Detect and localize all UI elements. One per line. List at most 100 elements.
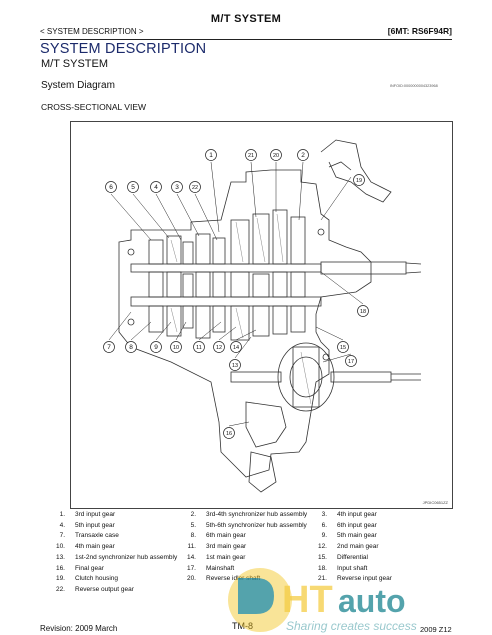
callout-20: 20 — [270, 149, 282, 161]
legend-number: 17. — [186, 564, 196, 572]
callout-12: 12 — [213, 341, 225, 353]
legend-label: Reverse output gear — [75, 585, 134, 593]
legend-label: 3rd-4th synchronizer hub assembly — [206, 511, 308, 518]
legend-number: 1. — [59, 511, 65, 518]
legend-number: 16. — [55, 564, 65, 572]
callout-1: 1 — [205, 149, 217, 161]
legend-item: 7. Transaxle case — [49, 532, 119, 539]
svg-text:16: 16 — [226, 431, 232, 437]
callout-3: 3 — [171, 181, 183, 193]
legend-number: 12. — [317, 543, 327, 551]
diagram-heading: System Diagram — [41, 80, 115, 91]
legend-number: 5. — [190, 521, 196, 529]
legend-number: 11. — [187, 543, 196, 551]
svg-text:20: 20 — [273, 153, 279, 159]
footer-page-number: TM-8 — [232, 621, 253, 631]
legend-label: 3rd input gear — [75, 511, 116, 518]
callout-21: 21 — [245, 149, 257, 161]
legend-item: 14.1st main gear — [180, 554, 245, 561]
svg-text:14: 14 — [233, 345, 239, 351]
legend-item: 1. 3rd input gear — [49, 511, 116, 518]
svg-text:HT: HT — [282, 579, 333, 621]
legend-number: 2. — [190, 511, 196, 518]
callout-9: 9 — [150, 341, 162, 353]
callout-15: 15 — [337, 341, 349, 353]
legend-item: 8. 6th main gear — [180, 532, 246, 539]
svg-text:12: 12 — [216, 345, 222, 351]
svg-text:17: 17 — [348, 359, 354, 365]
legend-item: 12. 2nd main gear — [311, 543, 379, 550]
callout-6: 6 — [105, 181, 117, 193]
callout-17: 17 — [345, 355, 357, 367]
legend-item: 17.Mainshaft — [180, 565, 234, 572]
legend-item: 18. Input shaft — [311, 565, 367, 572]
callout-4: 4 — [150, 181, 162, 193]
svg-text:22: 22 — [192, 185, 198, 191]
legend-label: 4th main gear — [75, 543, 115, 551]
header-row: < SYSTEM DESCRIPTION > [6MT: RS6F94R] — [40, 26, 452, 40]
figure-code: JPDIC0651ZZ — [422, 500, 448, 505]
dhtauto-watermark-logo: HT auto Sharing creates success — [228, 568, 417, 633]
svg-text:2: 2 — [301, 152, 305, 159]
svg-text:3: 3 — [175, 184, 179, 191]
callout-10: 10 — [170, 341, 182, 353]
legend-item: 15.Differential — [311, 554, 368, 561]
callout-5: 5 — [127, 181, 139, 193]
legend-number: 7. — [59, 532, 65, 540]
legend-label: Reverse input gear — [337, 575, 392, 583]
legend-label: 5th main gear — [337, 532, 377, 540]
callout-13: 13 — [229, 359, 241, 371]
legend-number: 10. — [55, 543, 65, 551]
section-subtitle: M/T SYSTEM — [41, 58, 109, 70]
legend-label: 6th main gear — [206, 532, 246, 540]
legend-label: 2nd main gear — [337, 543, 379, 551]
callout-18: 18 — [357, 305, 369, 317]
legend-label: Differential — [337, 553, 368, 561]
legend-number: 3. — [321, 511, 327, 518]
legend-label: Input shaft — [337, 564, 368, 572]
legend-number: 9. — [321, 532, 327, 540]
footer-revision: Revision: 2009 March — [40, 624, 118, 633]
callout-7: 7 — [103, 341, 115, 353]
legend-label: 4th input gear — [337, 511, 377, 518]
legend-item: 10. 4th main gear — [49, 543, 115, 550]
view-title: CROSS-SECTIONAL VIEW — [41, 102, 147, 112]
callout-11: 11 — [193, 341, 205, 353]
legend-number: 13. — [55, 553, 65, 561]
legend-label: 5th input gear — [75, 521, 115, 529]
legend-item: 16. Final gear — [49, 565, 104, 572]
legend-number: 18. — [317, 564, 327, 572]
svg-text:10: 10 — [173, 345, 179, 351]
legend-label: Transaxle case — [75, 532, 119, 540]
legend-number: 21. — [317, 575, 327, 583]
svg-text:13: 13 — [232, 363, 238, 369]
svg-text:15: 15 — [340, 345, 346, 351]
legend-label: 6th input gear — [337, 521, 377, 529]
svg-text:18: 18 — [360, 309, 366, 315]
legend-item: 9. 5th main gear — [311, 532, 377, 539]
legend-item: 4.5th input gear — [49, 522, 115, 529]
svg-text:9: 9 — [154, 344, 158, 351]
model-code: [6MT: RS6F94R] — [387, 26, 452, 36]
svg-text:Sharing creates success: Sharing creates success — [286, 619, 417, 633]
footer-model-year: 2009 Z12 — [420, 625, 452, 634]
info-id: INFOID:0000000004323968 — [390, 84, 438, 88]
section-title: SYSTEM DESCRIPTION — [40, 41, 207, 57]
legend-item: 2. 3rd-4th synchronizer hub assembly — [180, 511, 308, 518]
callout-19: 19 — [353, 174, 365, 186]
legend-item: 11.3rd main gear — [180, 543, 246, 550]
breadcrumb[interactable]: < SYSTEM DESCRIPTION > — [40, 27, 144, 36]
legend-label: Final gear — [75, 564, 104, 572]
legend-label: Reverse idler shaft — [206, 575, 261, 583]
svg-text:4: 4 — [154, 184, 158, 191]
callout-2: 2 — [297, 149, 309, 161]
legend-number: 19. — [55, 575, 65, 583]
legend-item: 5.5th-6th synchronizer hub assembly — [180, 522, 307, 529]
legend-item: 20.Reverse idler shaft — [180, 575, 260, 582]
legend-item: 6.6th input gear — [311, 522, 377, 529]
legend-label: 1st main gear — [206, 553, 246, 561]
svg-text:5: 5 — [131, 184, 135, 191]
legend-number: 8. — [190, 532, 196, 540]
legend-item: 19.Clutch housing — [49, 575, 118, 582]
